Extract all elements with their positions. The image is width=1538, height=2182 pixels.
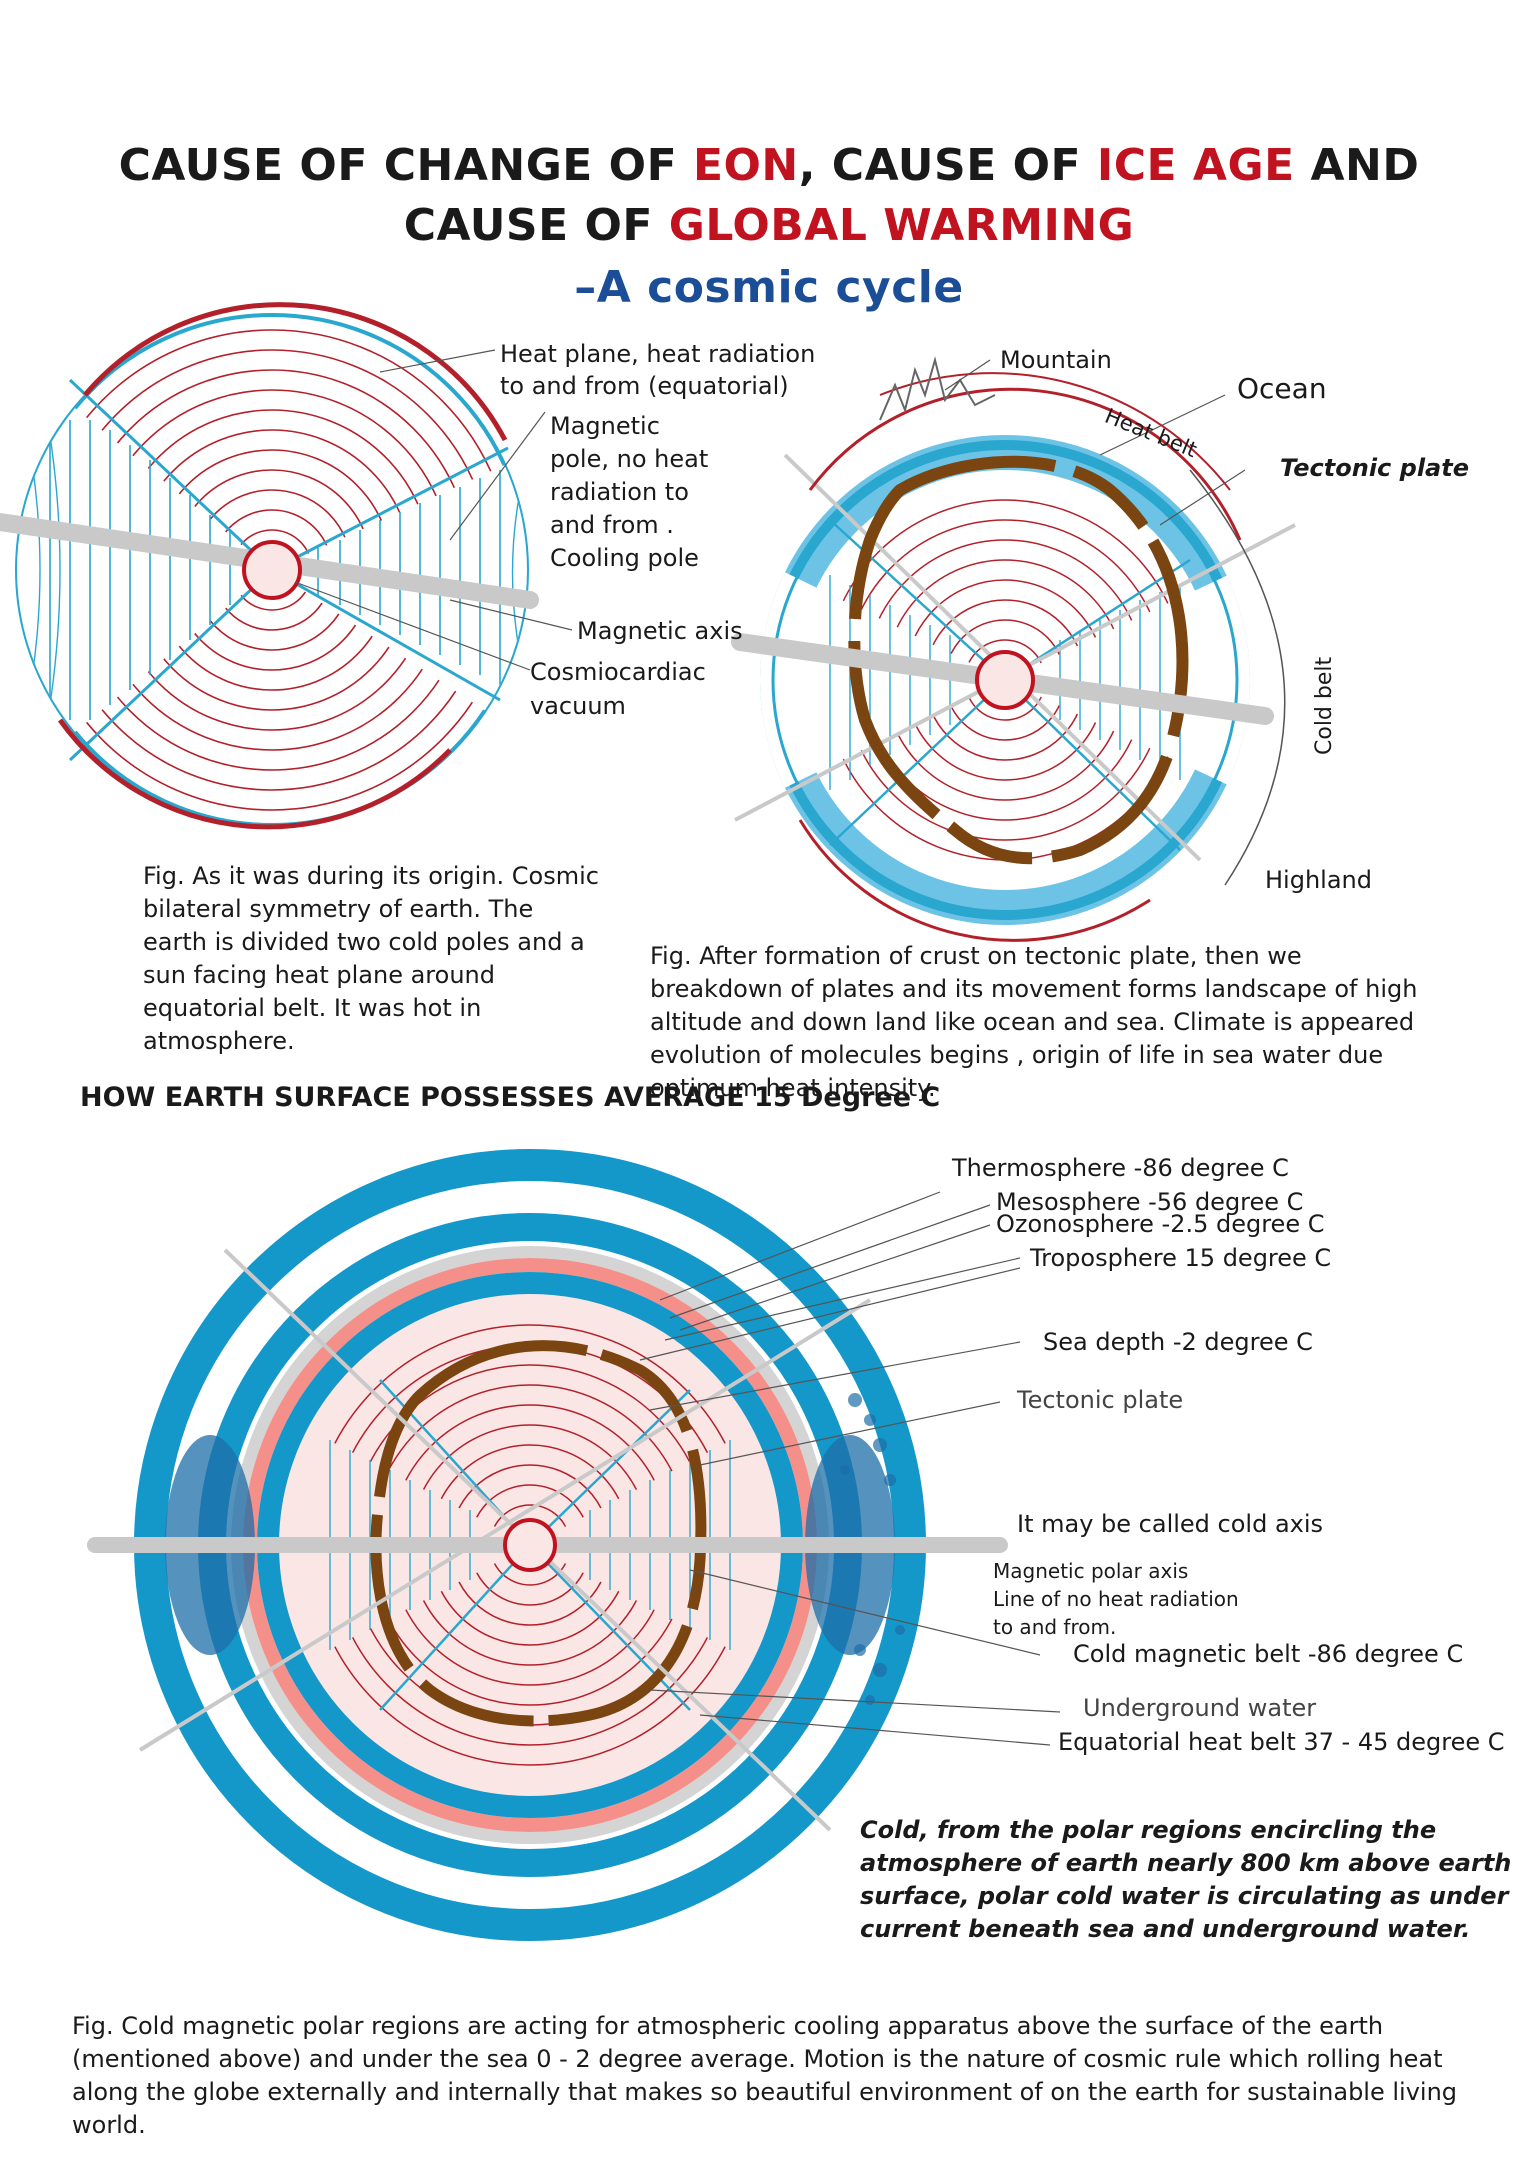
page-subtitle: –A cosmic cycle — [574, 262, 964, 313]
fig3-label-mesosphere: Mesosphere -56 degree C — [996, 1188, 1304, 1216]
fig2-globe — [731, 356, 1296, 942]
fig2-label-ocean: Ocean — [1237, 372, 1327, 405]
fig2-label-tectonic-plate: Tectonic plate — [1280, 454, 1469, 482]
fig3-label-polar-axis-line-3: to and from. — [993, 1615, 1117, 1639]
fig3-caption: Fig. Cold magnetic polar regions are act… — [72, 2012, 1458, 2139]
fig3-label-ozonosphere: Ozonosphere -2.5 degree C — [996, 1210, 1325, 1238]
fig1-label-heat-plane-line-2: to and from (equatorial) — [500, 372, 789, 400]
fig3-label-polar-axis-line-2: Line of no heat radiation — [993, 1587, 1239, 1611]
fig2-label-highland: Highland — [1265, 866, 1372, 894]
fig3-label-polar-axis-line-1: Magnetic polar axis — [993, 1559, 1189, 1583]
fig3-globe — [87, 1149, 1061, 1941]
fig3-label-cold-axis: It may be called cold axis — [1017, 1510, 1324, 1538]
page-title-line-1: CAUSE OF CHANGE OF EON, CAUSE OF ICE AGE… — [118, 140, 1420, 191]
fig1-label-vacuum-line-1: Cosmiocardiac — [530, 658, 706, 686]
fig3-note: Cold, from the polar regions encircling … — [860, 1816, 1512, 1943]
page-title-line-2: CAUSE OF GLOBAL WARMING — [403, 200, 1135, 251]
fig3-label-equatorial-heat-belt: Equatorial heat belt 37 - 45 degree C — [1058, 1728, 1505, 1756]
section-heading: HOW EARTH SURFACE POSSESSES AVERAGE 15 D… — [80, 1082, 941, 1113]
fig3-label-tectonic-plate: Tectonic plate — [1017, 1386, 1184, 1414]
fig1-caption: Fig. As it was during its origin. Cosmic… — [143, 862, 599, 1055]
fig3-label-thermosphere: Thermosphere -86 degree C — [952, 1154, 1289, 1182]
fig1-label-vacuum-line-2: vacuum — [530, 692, 626, 720]
fig1-globe — [0, 302, 573, 830]
fig3-label-cold-magnetic-belt: Cold magnetic belt -86 degree C — [1073, 1640, 1464, 1668]
fig2-label-cold-belt: Cold belt — [1312, 656, 1337, 755]
fig1-label-magnetic-pole-line-5: Cooling pole — [550, 544, 699, 572]
fig1-label-magnetic-axis: Magnetic axis — [577, 617, 743, 645]
fig1-label-heat-plane-line-1: Heat plane, heat radiation — [500, 340, 816, 368]
fig1-label-magnetic-pole-line-2: pole, no heat — [550, 445, 709, 473]
fig3-label-sea-depth: Sea depth -2 degree C — [1043, 1328, 1313, 1356]
fig1-label-magnetic-pole-line-4: and from . — [550, 511, 674, 539]
fig1-label-magnetic-pole-line-3: radiation to — [550, 478, 689, 506]
fig3-label-underground-water: Underground water — [1083, 1694, 1317, 1722]
fig1-label-magnetic-pole-line-1: Magnetic — [550, 412, 660, 440]
fig2-label-mountain: Mountain — [1000, 346, 1112, 374]
fig3-label-troposphere: Troposphere 15 degree C — [1030, 1244, 1332, 1272]
fig2-caption: Fig. After formation of crust on tectoni… — [650, 942, 1418, 1102]
